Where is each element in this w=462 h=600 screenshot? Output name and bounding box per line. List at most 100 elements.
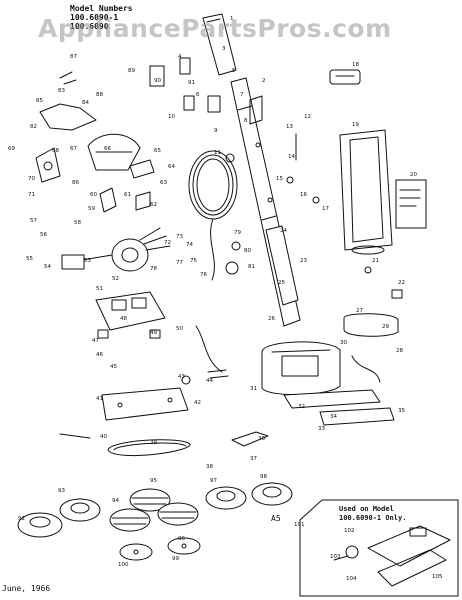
callout-number: 61 (124, 192, 131, 198)
callout-number: 10 (168, 114, 175, 120)
model-number-secondary: 100.6090 (70, 22, 109, 31)
disk-2 (167, 537, 201, 555)
callout-number: 1 (230, 16, 234, 22)
callout-number: 38 (206, 464, 213, 470)
callout-number: 91 (188, 80, 195, 86)
callout-number: 19 (352, 122, 359, 128)
callout-number: 80 (244, 248, 251, 254)
motor-assembly (61, 227, 171, 272)
callout-number: 12 (304, 114, 311, 120)
wheel-1 (17, 512, 63, 538)
callout-number: 62 (150, 202, 157, 208)
inset-note-line-2: 100.6090-1 Only. (339, 514, 407, 522)
callout-number: 59 (88, 206, 95, 212)
callout-number: 43 (178, 374, 185, 380)
callout-number: 60 (90, 192, 97, 198)
callout-number: 15 (276, 176, 283, 182)
callout-number: 49 (150, 330, 157, 336)
wheel-3 (205, 486, 247, 510)
callout-number: 34 (330, 414, 337, 420)
callout-number: 6 (196, 92, 200, 98)
callout-number: 25 (278, 280, 285, 286)
callout-number: 8 (244, 118, 248, 124)
top-clip-part (329, 69, 361, 85)
callout-number: 77 (176, 260, 183, 266)
brush-roll-1 (109, 508, 151, 532)
callout-number: 105 (432, 574, 443, 580)
callout-number: 103 (330, 554, 341, 560)
callout-number: 83 (58, 88, 65, 94)
callout-number: 55 (26, 256, 33, 262)
callout-number: 69 (8, 146, 15, 152)
small-housing-part (343, 313, 399, 337)
callout-number: 16 (300, 192, 307, 198)
callout-number: 90 (154, 78, 161, 84)
callout-number: 97 (210, 478, 217, 484)
callout-number: 21 (372, 258, 379, 264)
callout-number: 9 (214, 128, 218, 134)
callout-number: 89 (128, 68, 135, 74)
callout-number: 35 (398, 408, 405, 414)
callout-number: 27 (356, 308, 363, 314)
callout-number: 87 (70, 54, 77, 60)
callout-number: 20 (410, 172, 417, 178)
power-cord-coil (188, 150, 238, 281)
callout-number: 23 (300, 258, 307, 264)
callout-number: 14 (288, 154, 295, 160)
callout-number: 51 (96, 286, 103, 292)
callout-number: 94 (112, 498, 119, 504)
lower-handle-part (265, 225, 299, 306)
dust-bag-part (339, 129, 393, 255)
disk-1 (119, 543, 153, 561)
callout-number: 7 (240, 92, 244, 98)
callout-number: 86 (72, 180, 79, 186)
callout-number: 65 (154, 148, 161, 154)
callout-number: 45 (110, 364, 117, 370)
callout-number: 102 (344, 528, 355, 534)
callout-number: 73 (176, 234, 183, 240)
inset-box (299, 499, 459, 597)
callout-number: 74 (186, 242, 193, 248)
callout-number: 92 (18, 516, 25, 522)
callout-number: 75 (190, 258, 197, 264)
callout-number: 29 (382, 324, 389, 330)
callout-number: 53 (84, 258, 91, 264)
callout-number: 104 (346, 576, 357, 582)
callout-number: 30 (340, 340, 347, 346)
switch-base-part (95, 291, 166, 331)
callout-number: 46 (96, 352, 103, 358)
callout-number: 41 (96, 396, 103, 402)
callout-number: 24 (280, 228, 287, 234)
brush-roll-3 (157, 502, 199, 526)
bristle-brush-part (231, 431, 269, 447)
small-hardware-parts (59, 57, 403, 439)
model-numbers-heading: Model Numbers (70, 4, 133, 13)
nozzle-housing-part (261, 341, 341, 395)
wheel-4 (251, 482, 293, 506)
callout-number: 37 (250, 456, 257, 462)
callout-number: 42 (194, 400, 201, 406)
bracket-part (39, 103, 97, 131)
callout-number: 78 (150, 266, 157, 272)
callout-number: 47 (92, 338, 99, 344)
callout-number: 93 (58, 488, 65, 494)
bag-card-part (395, 179, 427, 229)
callout-number: 39 (150, 440, 157, 446)
inset-note-line-1: Used on Model (339, 505, 394, 513)
group-label: A5 (271, 514, 281, 523)
callout-number: 2 (262, 78, 266, 84)
callout-number: 71 (28, 192, 35, 198)
callout-number: 66 (104, 146, 111, 152)
callout-number: 57 (30, 218, 37, 224)
callout-number: 101 (294, 522, 305, 528)
callout-number: 70 (28, 176, 35, 182)
callout-number: 28 (396, 348, 403, 354)
callout-number: 18 (352, 62, 359, 68)
callout-number: 11 (214, 150, 221, 156)
callout-number: 36 (258, 436, 265, 442)
inset-plate-part (333, 525, 451, 587)
callout-number: 79 (234, 230, 241, 236)
watermark-text: AppliancePartsPros.com (38, 14, 392, 43)
